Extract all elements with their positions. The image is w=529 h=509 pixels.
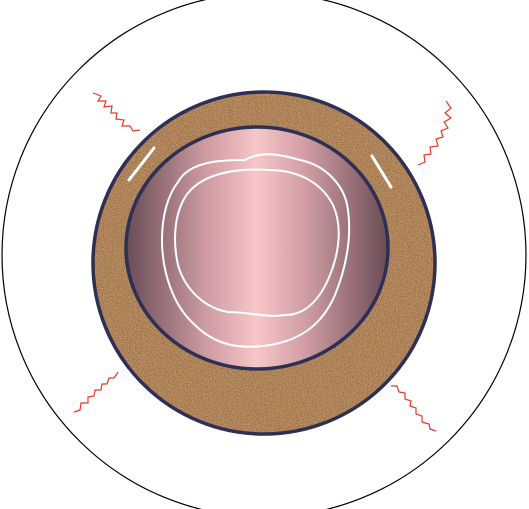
- squiggle-top-right: [418, 101, 451, 165]
- squiggle-top-left: [93, 93, 140, 131]
- squiggle-bottom-right: [391, 386, 436, 431]
- squiggle-bottom-left: [74, 372, 118, 412]
